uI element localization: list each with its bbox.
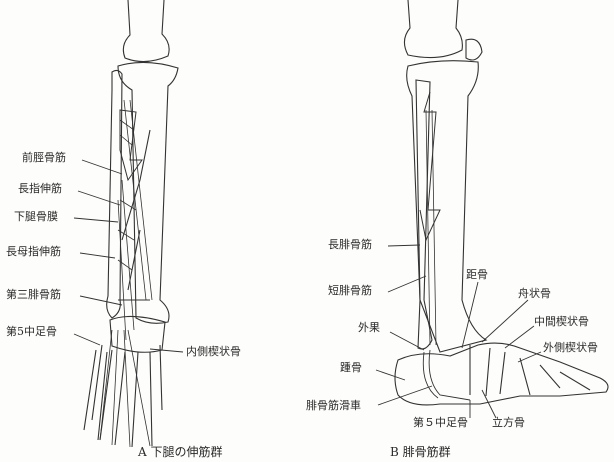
figure-a-skeleton	[83, 0, 179, 448]
label-peroneal-trochlea: 腓骨筋滑車	[306, 399, 361, 412]
label-intermediate-cuneiform: 中間楔状骨	[534, 315, 589, 328]
label-cuboid: 立方骨	[492, 416, 525, 429]
figure-b-skeleton	[394, 0, 609, 406]
label-tibialis-anterior: 前脛骨筋	[22, 151, 66, 164]
label-extensor-digitorum-longus: 長指伸筋	[18, 182, 62, 195]
label-calcaneus: 踵骨	[340, 361, 362, 374]
label-peroneus-longus: 長腓骨筋	[328, 238, 372, 251]
label-navicular: 舟状骨	[518, 287, 551, 300]
label-lateral-cuneiform: 外側楔状骨	[543, 341, 598, 354]
label-interosseous-membrane: 下腿骨膜	[14, 210, 58, 223]
label-peroneus-tertius: 第三腓骨筋	[6, 288, 61, 301]
leader-lines	[73, 159, 542, 419]
label-talus: 距骨	[466, 268, 488, 281]
label-extensor-hallucis-longus: 長母指伸筋	[6, 245, 61, 258]
label-medial-cuneiform: 内側楔状骨	[186, 345, 241, 358]
label-fifth-metatarsal-a: 第5中足骨	[6, 325, 57, 338]
caption-figure-a: A 下腿の伸筋群	[138, 445, 223, 459]
label-peroneus-brevis: 短腓骨筋	[328, 284, 372, 297]
label-lateral-malleolus: 外果	[358, 321, 380, 334]
label-fifth-metatarsal-b: 第５中足骨	[413, 416, 468, 429]
caption-figure-b: B 腓骨筋群	[390, 445, 451, 459]
